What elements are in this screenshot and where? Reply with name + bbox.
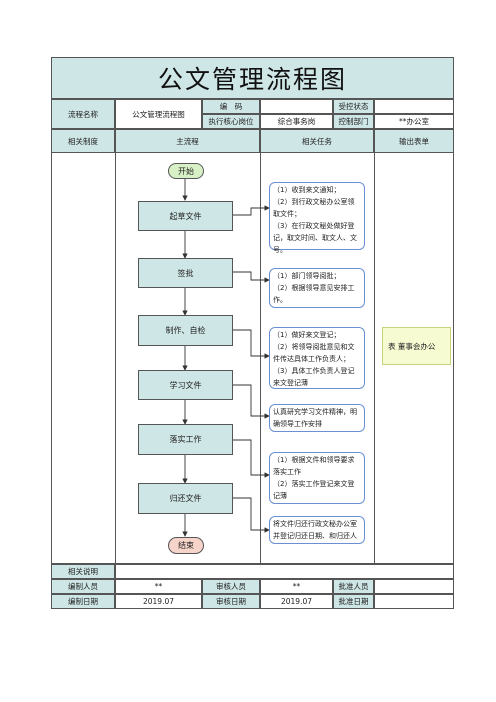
start-node: 开始 (168, 163, 204, 179)
step-implement: 落实工作 (138, 424, 233, 455)
col-forms-header: 输出表单 (374, 129, 454, 153)
end-node: 结束 (168, 537, 204, 554)
task-line: （2）将领导阅批意见和文 (273, 343, 355, 351)
note-label: 相关说明 (51, 564, 115, 579)
task-line: （2）到行政文秘办公室领 (273, 198, 355, 206)
task-box-draft: （1）收到来文通知； （2）到行政文秘办公室领 取文件； （3）在行政文秘处做好… (269, 182, 365, 254)
approver-label: 批准人员 (333, 579, 374, 594)
date-label: 编制日期 (51, 594, 115, 609)
code-value (260, 99, 333, 114)
approve-date-label: 批准日期 (333, 594, 374, 609)
flow-body (51, 153, 454, 564)
step-study: 学习文件 (138, 370, 233, 400)
dept-value: **办公室 (374, 114, 454, 129)
dept-label: 控制部门 (333, 114, 374, 129)
page-title: 公文管理流程图 (51, 57, 454, 99)
exec-post-value: 综合事务岗 (260, 114, 333, 129)
task-line: 来文登记薄 (273, 379, 308, 387)
task-line: 落实工作 (273, 468, 301, 476)
step-approve: 签批 (138, 258, 233, 288)
reviewer-label: 审核人员 (202, 579, 260, 594)
step-draft: 起草文件 (138, 201, 233, 231)
task-line: （3）在行政文秘处做好登 (273, 222, 355, 230)
status-label: 受控状态 (333, 99, 374, 114)
divider (115, 153, 116, 564)
output-form-note: 表 董事会办公 (382, 327, 451, 365)
task-line: （1）部门领导阅批； (273, 272, 341, 280)
task-line: （2）落实工作登记来文登 (273, 480, 355, 488)
task-box-return: 将文件归还行政文秘办公室 并登记归还日期、和归还人 (269, 516, 365, 544)
task-box-approve: （1）部门领导阅批； （2）根据领导意见安排工 作。 (269, 268, 365, 308)
approver-value (374, 579, 454, 594)
col-system-header: 相关制度 (51, 129, 115, 153)
task-line: 作。 (273, 296, 287, 304)
task-line: （1）根据文件和领导要求 (273, 456, 355, 464)
review-date-value: 2019.07 (260, 594, 333, 609)
divider (260, 153, 261, 564)
reviewer-value: ** (260, 579, 333, 594)
step-produce-check: 制作、自检 (138, 315, 233, 346)
process-name-label: 流程名称 (51, 99, 115, 129)
note-value (115, 564, 454, 579)
task-line: （2）根据领导意见安排工 (273, 284, 355, 292)
divider (374, 153, 375, 564)
code-label: 编 码 (202, 99, 260, 114)
task-line: （1）收到来文通知； (273, 186, 341, 194)
task-line: （3）具体工作负责人登记 (273, 367, 355, 375)
task-line: 记，取文时间、取文人、文 (273, 234, 357, 242)
task-line: 号。 (273, 246, 287, 254)
approve-date-value (374, 594, 454, 609)
task-line: 件传达具体工作负责人； (273, 355, 350, 363)
task-box-study: 认真研究学习文件精神，明 确领导工作安排 (269, 404, 365, 432)
task-box-implement: （1）根据文件和领导要求 落实工作 （2）落实工作登记来文登 记薄 (269, 452, 365, 504)
status-value (374, 99, 454, 114)
task-line: 并登记归还日期、和归还人 (273, 532, 357, 540)
step-return: 归还文件 (138, 483, 233, 514)
process-name-value: 公文管理流程图 (115, 99, 202, 129)
task-line: 将文件归还行政文秘办公室 (273, 520, 357, 528)
task-line: 记薄 (273, 492, 287, 500)
review-date-label: 审核日期 (202, 594, 260, 609)
exec-post-label: 执行核心岗位 (202, 114, 260, 129)
col-main-header: 主流程 (115, 129, 260, 153)
task-line: 取文件； (273, 210, 301, 218)
task-line: 确领导工作安排 (273, 420, 322, 428)
task-box-produce: （1）做好来文登记； （2）将领导阅批意见和文 件传达具体工作负责人； （3）具… (269, 327, 365, 389)
date-value: 2019.07 (115, 594, 202, 609)
author-value: ** (115, 579, 202, 594)
author-label: 编制人员 (51, 579, 115, 594)
task-line: （1）做好来文登记； (273, 331, 341, 339)
col-tasks-header: 相关任务 (260, 129, 374, 153)
task-line: 认真研究学习文件精神，明 (273, 408, 357, 416)
